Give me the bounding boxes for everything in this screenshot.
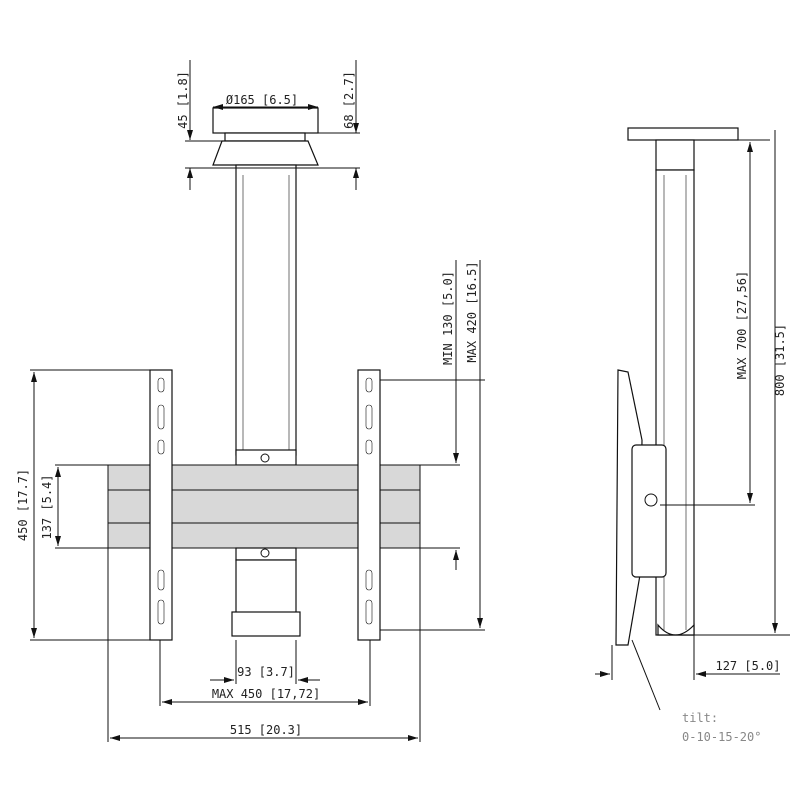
side-dimensions: MAX 700 [27,56] 800 [31.5] 127 [5.0] til… [595,130,790,744]
dim-max-length: MAX 700 [27,56] [735,271,749,379]
front-dimensions: 45 [1.8] Ø165 [6.5] 68 [2.7] MIN 130 [5.… [16,60,485,742]
right-vertical-rail [357,369,381,641]
tilt-leader-line [631,639,661,711]
dim-bar-height: 137 [5.4] [40,474,54,539]
side-bracket [655,139,695,171]
dim-max-vertical: MAX 420 [16.5] [465,261,479,362]
dim-plate-diameter: Ø165 [6.5] [226,93,298,107]
dim-max-width: MAX 450 [17,72] [212,687,320,701]
ceiling-plate [212,107,319,134]
side-view [615,127,739,646]
front-view [107,107,421,641]
ceiling-bracket [212,140,319,166]
upper-column [235,164,297,456]
tilt-bracket [631,444,667,578]
dim-depth: 127 [5.0] [715,659,780,673]
left-vertical-rail [149,369,173,641]
dim-plate-top: 45 [1.8] [176,71,190,129]
tilt-values: 0-10-15-20° [682,730,761,744]
dim-total-length: 800 [31.5] [773,324,787,396]
dim-min-vertical: MIN 130 [5.0] [441,271,455,365]
dim-rail-height: 450 [17.7] [16,469,30,541]
dim-column-width: 93 [3.7] [237,665,295,679]
plate-ring [224,132,306,142]
safety-clamp [231,611,301,637]
side-ceiling-plate [627,127,739,141]
column-clamp-top [235,449,297,466]
tilt-label: tilt: [682,711,718,725]
dim-total-width: 515 [20.3] [230,723,302,737]
dim-plate-total: 68 [2.7] [342,71,356,129]
column-clamp-bottom [235,547,297,561]
